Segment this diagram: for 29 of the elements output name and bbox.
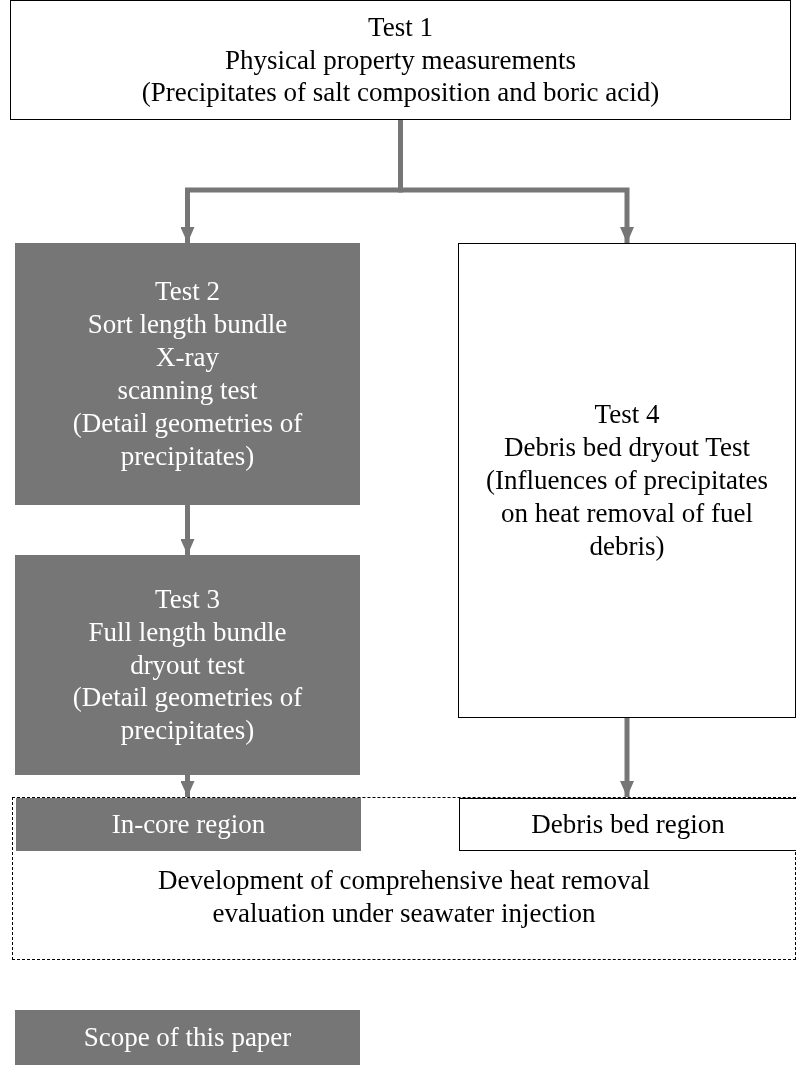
node-heading: Test 1 (368, 10, 433, 44)
scope-box (15, 243, 360, 505)
node-heading: Test 4 (594, 398, 660, 432)
node-text: Full length bundle dryout test (87, 615, 288, 682)
node-text: In-core region (111, 808, 266, 841)
node-text: Sort length bundle (87, 308, 288, 342)
region-box (12, 797, 796, 960)
arrow (398, 120, 634, 243)
node-heading: Test 3 (155, 582, 220, 616)
node-text: Debris bed region (531, 808, 725, 841)
legend-text: Scope of this paper (83, 1022, 292, 1053)
node-text: scanning test (117, 374, 258, 407)
node-text: Physical property measurements (225, 43, 576, 77)
arrow (620, 718, 634, 797)
process-box (10, 0, 791, 120)
node-text: X-ray (156, 341, 219, 374)
node-text: (Detail geometries of precipitates) (71, 406, 304, 473)
scope-box (15, 555, 360, 775)
arrow (180, 775, 195, 797)
process-box (458, 243, 796, 718)
process-box (459, 798, 796, 851)
node-text: (Influences of precipitates on heat removal of fuel debris) (485, 464, 769, 563)
node-text: (Precipitates of salt composition and boric acid) (141, 76, 660, 110)
node-text: (Detail geometries of precipitates) (71, 681, 304, 748)
arrow (180, 505, 195, 555)
node-heading: Test 2 (155, 275, 220, 309)
node-text: Debris bed dryout Test (504, 431, 750, 465)
scope-box (16, 798, 361, 851)
node-text: Development of comprehensive heat removal evaluation under seawater injection (157, 864, 651, 930)
